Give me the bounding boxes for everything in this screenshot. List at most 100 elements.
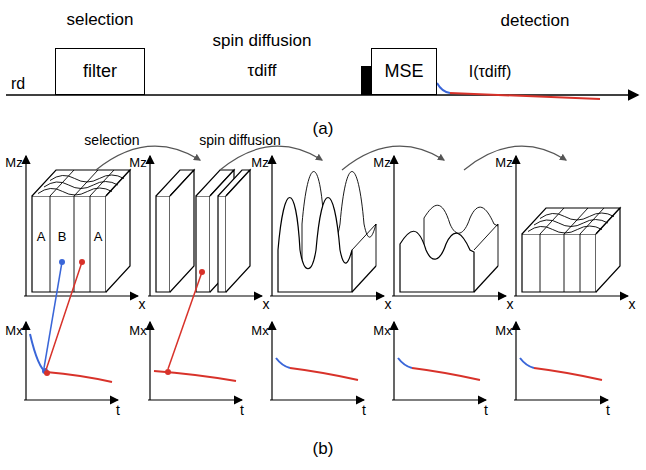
label: Mz — [373, 156, 390, 169]
stroke — [148, 399, 242, 400]
stroke — [74, 196, 75, 292]
stroke — [515, 156, 516, 296]
stroke — [270, 399, 364, 400]
label: Mx — [495, 324, 512, 337]
label: B — [58, 230, 67, 243]
stroke — [50, 170, 74, 196]
pulse-box: filter — [55, 48, 145, 95]
stroke — [96, 146, 200, 170]
sequence-block: MSE — [371, 48, 437, 95]
stroke — [412, 368, 480, 380]
stroke — [352, 224, 376, 250]
label: t — [240, 403, 244, 417]
stroke — [218, 196, 226, 292]
stroke — [392, 399, 486, 400]
label: Mz — [495, 156, 512, 169]
stroke — [534, 220, 608, 227]
stroke — [290, 368, 358, 380]
stroke — [156, 196, 170, 292]
stroke — [59, 259, 65, 265]
stroke — [32, 196, 106, 292]
stroke — [474, 224, 498, 250]
stroke — [90, 170, 114, 196]
stroke — [46, 372, 112, 382]
stroke — [498, 224, 499, 266]
label: Mz — [251, 156, 268, 169]
stroke — [50, 196, 51, 292]
stroke — [226, 170, 250, 292]
stroke — [196, 196, 210, 292]
stroke — [44, 182, 118, 189]
stroke — [278, 198, 352, 293]
label: x — [263, 297, 270, 311]
label: spin diffusion — [213, 32, 312, 49]
panels — [24, 146, 628, 400]
stroke — [474, 266, 498, 292]
stroke — [398, 358, 412, 368]
stroke — [271, 322, 272, 400]
label: t — [116, 403, 120, 417]
label: (b) — [313, 440, 334, 457]
stroke — [534, 368, 602, 380]
stroke — [580, 208, 604, 234]
label: t — [484, 403, 488, 417]
stroke — [38, 188, 112, 195]
stroke — [44, 370, 50, 376]
stroke — [540, 208, 564, 234]
stroke — [24, 399, 118, 400]
stroke — [149, 322, 150, 400]
label: A — [94, 230, 103, 243]
label: t — [606, 403, 610, 417]
stroke — [25, 156, 26, 296]
label: rd — [11, 76, 25, 92]
label: Mx — [129, 324, 146, 337]
label: (a) — [313, 120, 334, 137]
stroke — [515, 322, 516, 400]
stroke — [393, 156, 394, 296]
stroke — [522, 234, 596, 292]
label: Mz — [5, 156, 22, 169]
label: Mx — [5, 324, 22, 337]
stroke — [25, 322, 26, 400]
stroke — [596, 208, 620, 292]
label: selection — [84, 133, 139, 147]
pulse-box: MSE — [371, 48, 437, 95]
stroke — [90, 196, 91, 292]
stroke — [464, 146, 566, 170]
stroke — [271, 156, 272, 296]
stroke — [44, 262, 62, 368]
stroke — [392, 295, 506, 296]
sequence-block: selectionfilter — [55, 8, 145, 95]
label: spin diffusion — [199, 133, 280, 147]
stroke — [393, 322, 394, 400]
label: x — [139, 297, 146, 311]
stroke — [106, 170, 130, 292]
label: A — [37, 230, 46, 243]
stroke — [270, 295, 384, 296]
stroke — [376, 224, 377, 266]
stroke — [46, 262, 82, 370]
stroke — [24, 295, 138, 296]
stroke — [79, 259, 85, 265]
label: Mx — [251, 324, 268, 337]
label: detection — [501, 12, 570, 29]
stroke — [540, 234, 541, 292]
stroke — [528, 226, 602, 233]
block-heading: selection — [55, 8, 145, 48]
stroke — [514, 295, 628, 296]
stroke — [220, 146, 322, 170]
stroke — [165, 369, 171, 375]
label: t — [362, 403, 366, 417]
stroke — [199, 269, 205, 275]
stroke — [50, 175, 124, 182]
stroke — [149, 156, 150, 296]
label: Mx — [373, 324, 390, 337]
label: Mz — [129, 156, 146, 169]
stroke — [170, 170, 194, 292]
signal-slow — [450, 93, 600, 99]
stroke — [168, 272, 202, 369]
stroke — [400, 231, 474, 292]
pulse-bar — [361, 66, 371, 95]
stroke — [580, 234, 581, 292]
stroke — [520, 358, 534, 368]
